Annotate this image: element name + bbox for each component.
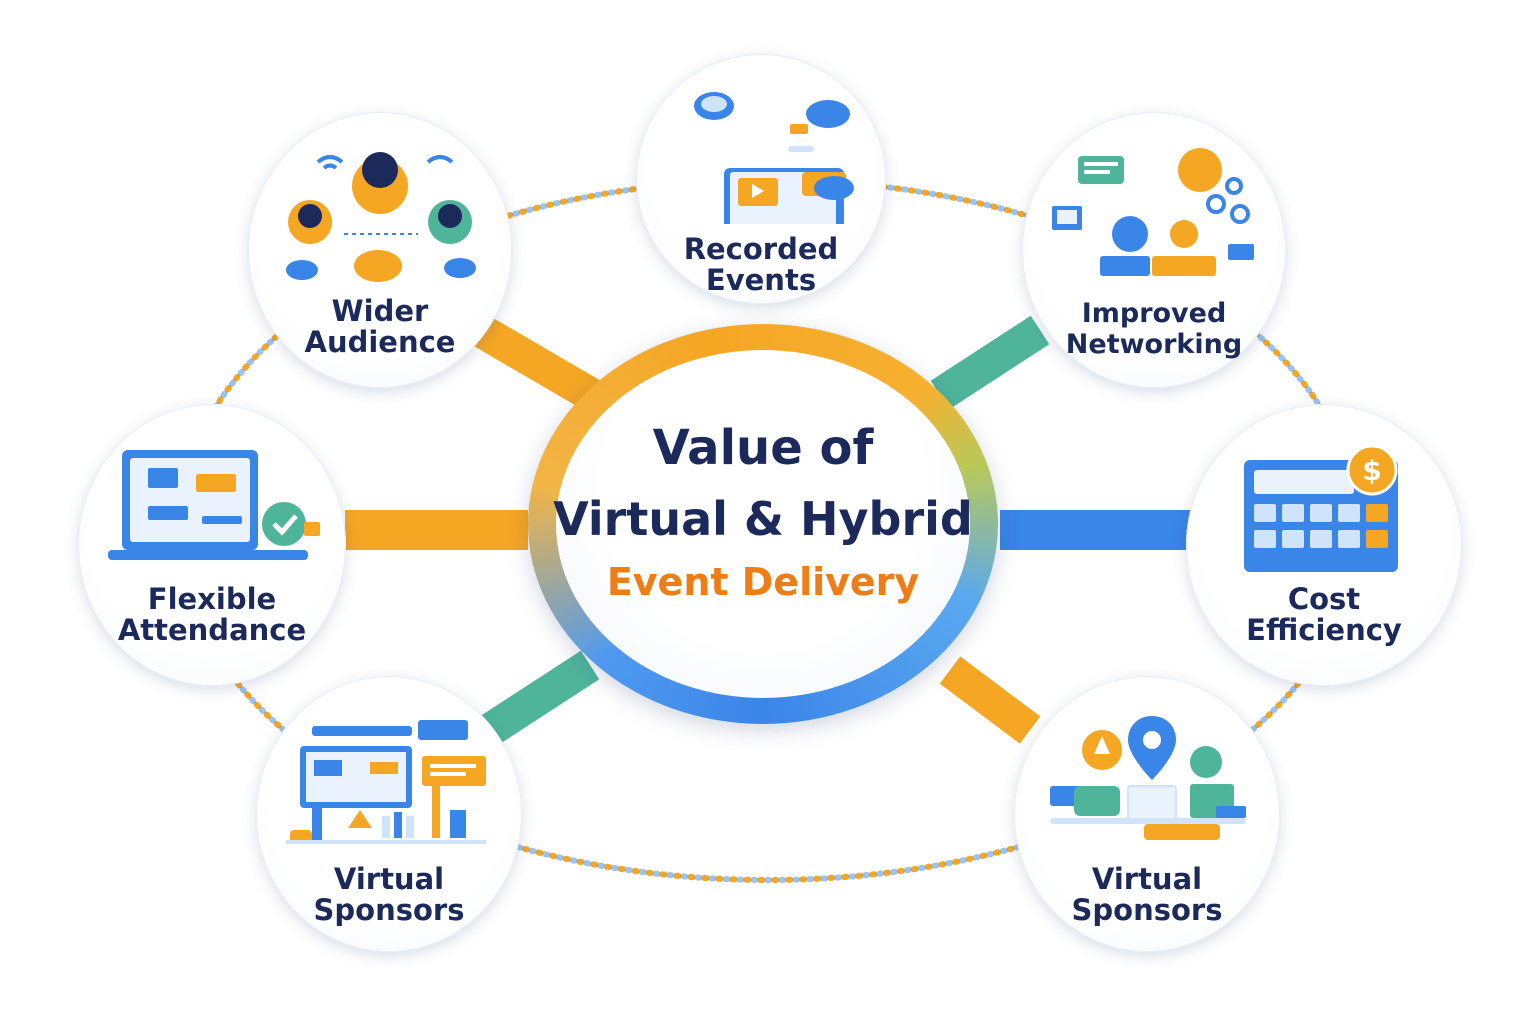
video-screen-cloud-icon	[694, 92, 854, 224]
node-flexible-attendance: Flexible Attendance	[78, 404, 346, 686]
node-label-line1: Cost	[1287, 582, 1361, 616]
spoke-virtual-sponsors-right	[939, 656, 1041, 744]
node-label-line2: Sponsors	[313, 893, 465, 927]
hub-subtitle: Event Delivery	[606, 560, 920, 604]
node-recorded-events: Recorded Events	[636, 54, 886, 304]
node-label-line2: Sponsors	[1071, 893, 1223, 927]
node-label-line1: Wider	[331, 294, 429, 328]
map-pin-booths-icon	[1050, 716, 1246, 840]
node-label-line1: Virtual	[1091, 862, 1203, 896]
central-hub: Value of Virtual & Hybrid Event Delivery	[528, 324, 998, 724]
spoke-improved-networking	[930, 315, 1050, 410]
node-wider-audience: Wider Audience	[248, 112, 512, 388]
node-label-line2: Events	[705, 263, 817, 297]
hub-title-line2: Virtual & Hybrid	[553, 492, 973, 546]
node-label: Wider Audience	[248, 296, 512, 358]
node-virtual-sponsors-left: Virtual Sponsors	[256, 676, 522, 952]
node-label-line1: Virtual	[333, 862, 445, 896]
node-label-line2: Networking	[1065, 329, 1243, 360]
node-label-line2: Audience	[304, 325, 456, 359]
node-label: Virtual Sponsors	[1014, 864, 1280, 926]
node-label: Virtual Sponsors	[256, 864, 522, 926]
people-chat-icon	[286, 152, 476, 282]
node-cost-efficiency: $ Cost Efficiency	[1186, 404, 1462, 686]
laptop-check-icon	[108, 450, 320, 560]
booth-screens-icon	[286, 720, 486, 844]
central-hub-inner	[556, 350, 970, 698]
hub-title-line1: Value of	[652, 420, 874, 476]
node-label: Cost Efficiency	[1186, 584, 1462, 646]
node-label-line1: Improved	[1081, 298, 1227, 329]
node-label: Improved Networking	[1022, 298, 1286, 360]
spoke-virtual-sponsors-left	[480, 650, 600, 745]
node-virtual-sponsors-right: Virtual Sponsors	[1014, 676, 1280, 952]
node-label: Flexible Attendance	[78, 584, 346, 646]
node-label-line1: Flexible	[147, 582, 277, 616]
spoke-wider-audience	[471, 315, 609, 415]
node-label: Recorded Events	[636, 234, 886, 296]
node-label-line2: Efficiency	[1246, 613, 1402, 647]
calculator-dollar-icon: $	[1244, 444, 1398, 572]
network-chat-icon	[1052, 148, 1254, 276]
svg-text:$: $	[1362, 454, 1381, 487]
node-label-line2: Attendance	[117, 613, 307, 647]
node-label-line1: Recorded	[683, 232, 839, 266]
node-improved-networking: Improved Networking	[1022, 112, 1286, 388]
